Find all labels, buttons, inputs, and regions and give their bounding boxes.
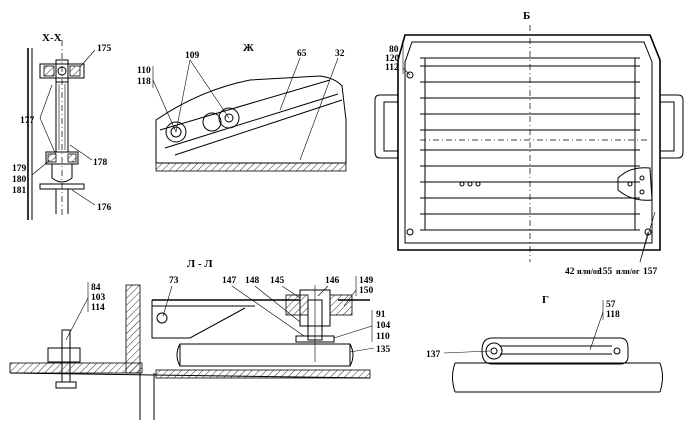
label-175: 175 xyxy=(97,44,112,54)
label-or-1: или/or xyxy=(577,267,601,276)
label-32: 32 xyxy=(335,49,345,59)
label-110: 110 xyxy=(376,332,390,342)
section-title-xx: Х-Х xyxy=(42,32,62,44)
label-157: 157 xyxy=(643,267,658,277)
section-title-zh: Ж xyxy=(243,42,254,54)
section-title-g: Г xyxy=(542,294,549,306)
label-65: 65 xyxy=(297,49,307,59)
label-179: 179 xyxy=(12,164,27,174)
label-177: 177 xyxy=(20,116,35,126)
label-42-155-157: 42 или/or 155 или/or 157 xyxy=(565,267,658,277)
label-148: 148 xyxy=(245,276,260,286)
label-80: 80 xyxy=(389,45,399,55)
label-120: 120 xyxy=(385,54,400,64)
label-137: 137 xyxy=(426,350,441,360)
label-135: 135 xyxy=(376,345,391,355)
view-section-ll: Л - Л 84 103 114 xyxy=(9,258,391,420)
label-91: 91 xyxy=(376,310,386,320)
view-b: Б 80 xyxy=(374,10,684,277)
label-110: 110 xyxy=(137,66,151,76)
label-57: 57 xyxy=(606,300,616,310)
label-150: 150 xyxy=(359,286,374,296)
label-155: 155 xyxy=(598,267,613,277)
view-section-xx: Х-Х 175 177 178 179 180 181 xyxy=(12,32,112,220)
label-181: 181 xyxy=(12,186,27,196)
label-145: 145 xyxy=(270,276,285,286)
view-g: Г 57 118 137 xyxy=(426,294,663,393)
label-73: 73 xyxy=(169,276,179,286)
label-146: 146 xyxy=(325,276,340,286)
label-118: 118 xyxy=(137,77,151,87)
label-112: 112 xyxy=(385,63,399,73)
view-zh: Ж 109 65 32 110 118 xyxy=(137,42,347,172)
label-176: 176 xyxy=(97,203,112,213)
label-104: 104 xyxy=(376,321,391,331)
label-178: 178 xyxy=(93,158,108,168)
section-title-b: Б xyxy=(523,10,530,22)
label-or-2: или/or xyxy=(616,267,640,276)
label-103: 103 xyxy=(91,293,106,303)
label-114: 114 xyxy=(91,303,105,313)
label-84: 84 xyxy=(91,283,101,293)
label-118-g: 118 xyxy=(606,310,620,320)
label-42: 42 xyxy=(565,267,575,277)
label-180: 180 xyxy=(12,175,27,185)
label-109: 109 xyxy=(185,51,200,61)
label-147: 147 xyxy=(222,276,237,286)
label-149: 149 xyxy=(359,276,374,286)
section-title-ll: Л - Л xyxy=(187,258,213,270)
